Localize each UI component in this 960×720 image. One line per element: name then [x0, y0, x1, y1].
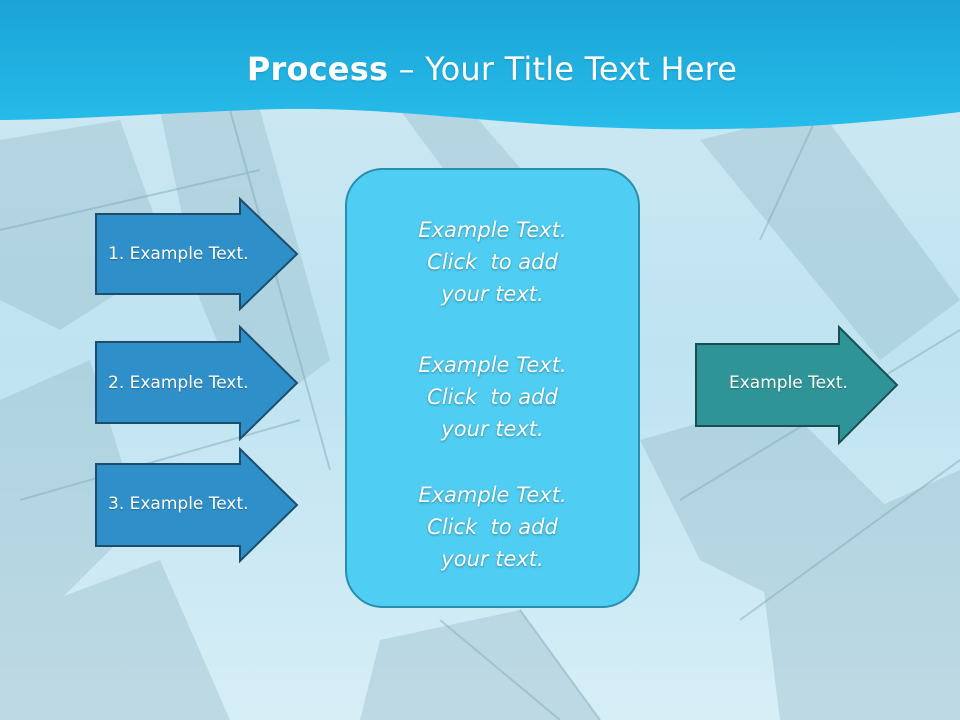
block-line: Click to add: [427, 515, 558, 539]
block-line: your text.: [441, 282, 544, 306]
text-block-2: Example Text. Click to add your text.: [347, 349, 638, 445]
arrow-right-icon: [95, 446, 299, 564]
block-line: Example Text.: [418, 218, 567, 242]
arrow-right-icon: [695, 324, 899, 446]
block-line: your text.: [441, 417, 544, 441]
text-block-1: Example Text. Click to add your text.: [347, 214, 638, 310]
right-arrow[interactable]: Example Text.: [695, 324, 900, 446]
slide-title: Process – Your Title Text Here: [0, 50, 960, 88]
left-arrow-3[interactable]: 3. Example Text.: [95, 446, 300, 564]
block-line: your text.: [441, 547, 544, 571]
left-arrow-label: 2. Example Text.: [108, 373, 249, 393]
left-arrow-2[interactable]: 2. Example Text.: [95, 324, 300, 442]
left-arrow-1[interactable]: 1. Example Text.: [95, 196, 300, 312]
title-bold: Process: [246, 50, 389, 88]
text-block-3: Example Text. Click to add your text.: [347, 479, 638, 575]
arrow-right-icon: [95, 196, 299, 312]
right-arrow-label: Example Text.: [729, 373, 848, 393]
center-text-box[interactable]: Example Text. Click to add your text. Ex…: [345, 168, 640, 608]
block-line: Click to add: [427, 250, 558, 274]
arrow-right-icon: [95, 324, 299, 442]
title-rest: – Your Title Text Here: [388, 50, 738, 88]
left-arrow-label: 3. Example Text.: [108, 494, 249, 514]
left-arrow-label: 1. Example Text.: [108, 244, 249, 264]
block-line: Example Text.: [418, 483, 567, 507]
block-line: Click to add: [427, 385, 558, 409]
block-line: Example Text.: [418, 353, 567, 377]
